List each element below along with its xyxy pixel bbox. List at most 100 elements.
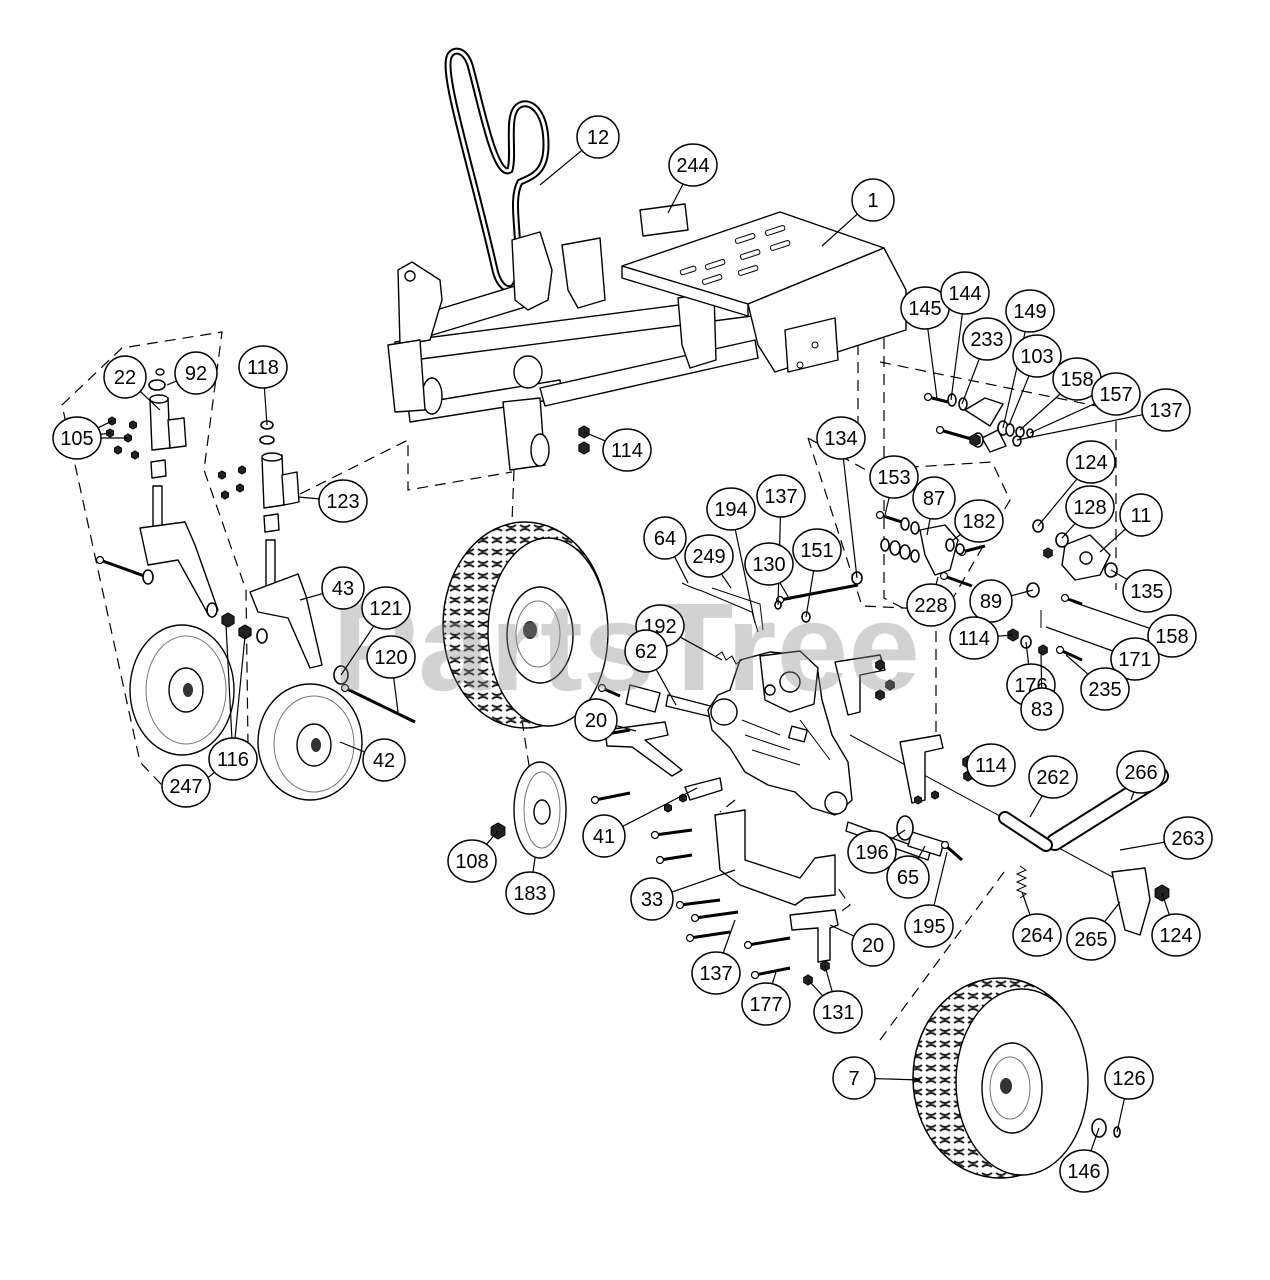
leader-line	[1037, 478, 1078, 527]
leader-line	[1016, 414, 1143, 441]
leader-line	[671, 869, 736, 893]
washer	[1055, 532, 1069, 548]
part-callout: 92	[166, 351, 218, 395]
bolt	[689, 930, 731, 940]
bolt-head	[1060, 593, 1070, 603]
lever-assembly	[919, 397, 1111, 581]
part-callout: 123	[297, 479, 368, 523]
part-callout: 177	[741, 971, 791, 1026]
part-callout: 114	[966, 743, 1016, 787]
washer	[958, 397, 968, 411]
leader-line	[616, 725, 637, 732]
callout-bubble	[103, 355, 147, 399]
part-number-label: 124	[1159, 925, 1192, 947]
brake-plate-265	[1111, 867, 1151, 936]
part-callout: 182	[952, 499, 1004, 543]
callout-bubble	[366, 635, 416, 679]
leader-line	[340, 625, 375, 676]
part-number-label: 126	[1112, 1068, 1145, 1090]
leader-line	[874, 1078, 921, 1081]
part-number-label: 103	[1020, 346, 1053, 368]
leader-line	[890, 829, 906, 840]
part-callout: 22	[103, 355, 161, 411]
leader-line	[1029, 795, 1043, 818]
strap-alignment-line	[719, 799, 736, 813]
bracket-20-upper	[604, 721, 683, 777]
pulley-hub	[533, 799, 551, 825]
link-plate-233	[964, 397, 1004, 427]
callout-bubble	[447, 839, 497, 883]
part-number-label: 1	[867, 190, 878, 212]
leader-line	[771, 971, 777, 984]
hex-nut	[664, 803, 672, 813]
hex-nut	[221, 612, 235, 628]
part-number-label: 137	[764, 486, 797, 508]
leader-line	[1011, 589, 1034, 597]
callout-bubble	[966, 743, 1016, 787]
washer	[889, 540, 901, 556]
lever-group-outline	[807, 437, 1011, 611]
lever-plate-87	[919, 524, 959, 576]
callout-bubble	[912, 476, 956, 520]
part-number-label: 130	[752, 554, 785, 576]
part-number-label: 144	[948, 283, 981, 305]
callout-bubble	[1066, 440, 1116, 484]
leader-line	[539, 149, 583, 186]
leader-line	[97, 420, 113, 429]
bolt-head	[340, 683, 350, 693]
caster-pivot-sleeve	[261, 454, 285, 509]
rim-inner	[989, 1056, 1031, 1120]
spacer-ring	[155, 368, 165, 376]
part-number-label: 265	[1074, 929, 1107, 951]
part-number-label: 83	[1031, 699, 1053, 721]
part-callout: 116	[208, 624, 258, 781]
leader-line	[1065, 654, 1089, 675]
leader-line	[393, 677, 399, 713]
leader-line	[1008, 375, 1030, 426]
part-callout: 12	[539, 115, 620, 186]
callout-bubble	[1028, 755, 1078, 799]
plate-slot	[701, 274, 723, 285]
callout-bubble	[832, 1056, 876, 1100]
caster-mount-plate	[167, 417, 187, 449]
frame-post-bracket	[561, 237, 606, 309]
leader-line	[1130, 791, 1135, 801]
hex-nut	[114, 445, 122, 455]
part-number-label: 42	[373, 750, 395, 772]
leader-line	[805, 570, 815, 618]
transaxle-pulley	[513, 761, 567, 859]
leader-line	[1021, 891, 1031, 916]
plate-slot	[764, 225, 786, 236]
leader-line	[917, 845, 926, 859]
part-number-label: 157	[1099, 384, 1132, 406]
hex-nut	[969, 433, 981, 447]
callout-bubble	[52, 416, 102, 460]
hex-nut	[131, 450, 139, 460]
bracket-41	[684, 777, 723, 801]
part-callout: 196	[847, 829, 906, 874]
part-callout: 41	[582, 787, 698, 858]
part-number-label: 235	[1088, 679, 1121, 701]
right-axle-spacer	[907, 831, 945, 857]
callout-bubble	[1119, 493, 1163, 537]
part-callout: 153	[869, 455, 919, 516]
part-callout: 11	[1099, 493, 1163, 553]
bolt-head	[597, 683, 607, 693]
bolt	[99, 558, 151, 580]
part-callout: 244	[667, 143, 718, 214]
callout-bubble	[1116, 750, 1166, 794]
leader-line	[655, 669, 677, 706]
part-number-label: 146	[1067, 1161, 1100, 1183]
part-callout: 103	[1008, 334, 1062, 426]
callout-bubble	[1012, 913, 1062, 957]
callout-bubble	[1080, 667, 1130, 711]
hex-nut	[931, 790, 939, 800]
caster-bushing	[263, 513, 280, 533]
drive-belt	[444, 47, 550, 293]
part-callout: 83	[1020, 651, 1064, 731]
bolt	[594, 791, 631, 802]
part-number-label: 12	[587, 127, 609, 149]
callout-bubble	[362, 738, 406, 782]
control-rods	[681, 582, 1119, 881]
bolt	[939, 428, 976, 442]
